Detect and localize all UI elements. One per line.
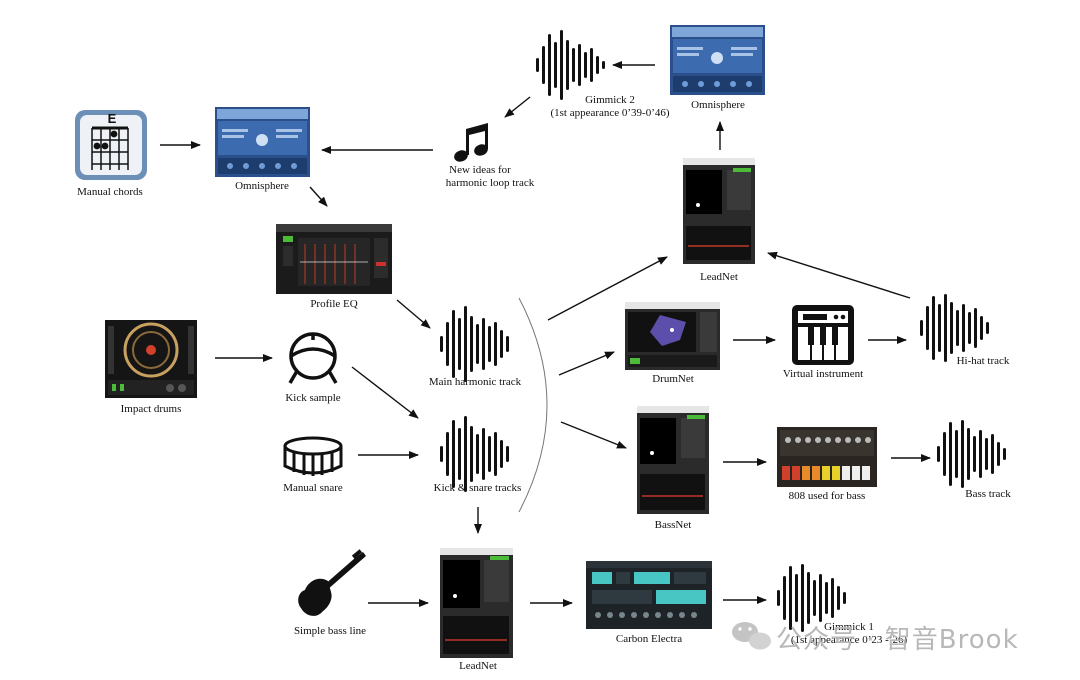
drumnet-screenshot [625,302,720,370]
waveform-icon-hihat [920,294,989,362]
snare-drum-icon [283,436,343,476]
impact-drums-label: Impact drums [120,403,182,415]
leadnet-top-label: LeadNet [700,271,738,283]
gimmick2-appearance: (1st appearance 0’39-0’46) [550,107,670,119]
manual-snare-label: Manual snare [283,482,343,494]
hihat-track-label: Hi-hat track [956,355,1010,367]
gimmick2-title: Gimmick 2 [585,94,635,106]
virtual-instrument-icon [792,305,854,365]
arrow-profileeq-to-main [396,299,431,329]
profile-eq-label: Profile EQ [310,298,358,310]
gimmick1-appearance: (1st appearance 0’23 -’26) [790,634,908,646]
new-ideas-line2: harmonic loop track [445,177,535,189]
simple-bass-line-label: Simple bass line [293,625,367,637]
drumnet-label: DrumNet [652,373,694,385]
tr808-screenshot [777,427,877,487]
tr808-label: 808 used for bass [788,490,866,502]
arrow-hihat-to-leadnet [767,251,911,299]
chord-name-label: E [107,111,117,126]
wechat-watermark-icon [732,622,771,650]
manual-chords-label: Manual chords [77,186,143,198]
bass-track-label: Bass track [965,488,1011,500]
leadnet-bottom-screenshot [440,548,513,658]
impact-drums-screenshot [105,320,197,398]
waveform-icon-gimmick1 [777,564,846,632]
carbon-electra-screenshot [586,561,712,629]
carbon-electra-label: Carbon Electra [615,633,683,645]
grouping-bracket-curve [518,297,548,513]
chord-chart-icon [75,110,147,180]
waveform-icon-gimmick2 [536,30,605,100]
bassnet-label: BassNet [654,519,692,531]
leadnet-bottom-label: LeadNet [459,660,497,672]
kick-drum-icon [288,332,338,384]
waveform-icon-kick-snare [440,416,509,492]
arrow-to-leadnet-top [547,256,668,321]
waveform-icon-bass-track [937,420,1006,488]
watermark-text: 公众号 · 智音Brook [776,625,1019,655]
arrow-to-bassnet [560,421,627,449]
main-harmonic-track-label: Main harmonic track [428,376,522,388]
gimmick1-title: Gimmick 1 [824,621,874,633]
omnisphere-top-label: Omnisphere [691,99,745,111]
leadnet-top-screenshot [683,158,755,264]
arrow-gimmick2-to-newideas [504,96,531,118]
music-note-icon [454,123,488,162]
omnisphere-left-label: Omnisphere [235,180,289,192]
bassnet-screenshot [637,406,709,514]
waveform-icon-main-harmonic [440,306,509,382]
kick-snare-tracks-label: Kick & snare tracks [433,482,522,494]
arrow-kick-to-kicksnare [351,366,419,419]
omnisphere-screenshot-top [670,25,765,95]
bass-guitar-icon [298,549,366,616]
virtual-instrument-label: Virtual instrument [782,368,864,380]
omnisphere-screenshot-left [215,107,310,177]
arrow-omnisphere-to-profileeq [309,186,328,207]
kick-sample-label: Kick sample [285,392,341,404]
profile-eq-screenshot [276,224,392,294]
arrow-to-drumnet [558,351,615,376]
new-ideas-line1: New ideas for [449,164,511,176]
